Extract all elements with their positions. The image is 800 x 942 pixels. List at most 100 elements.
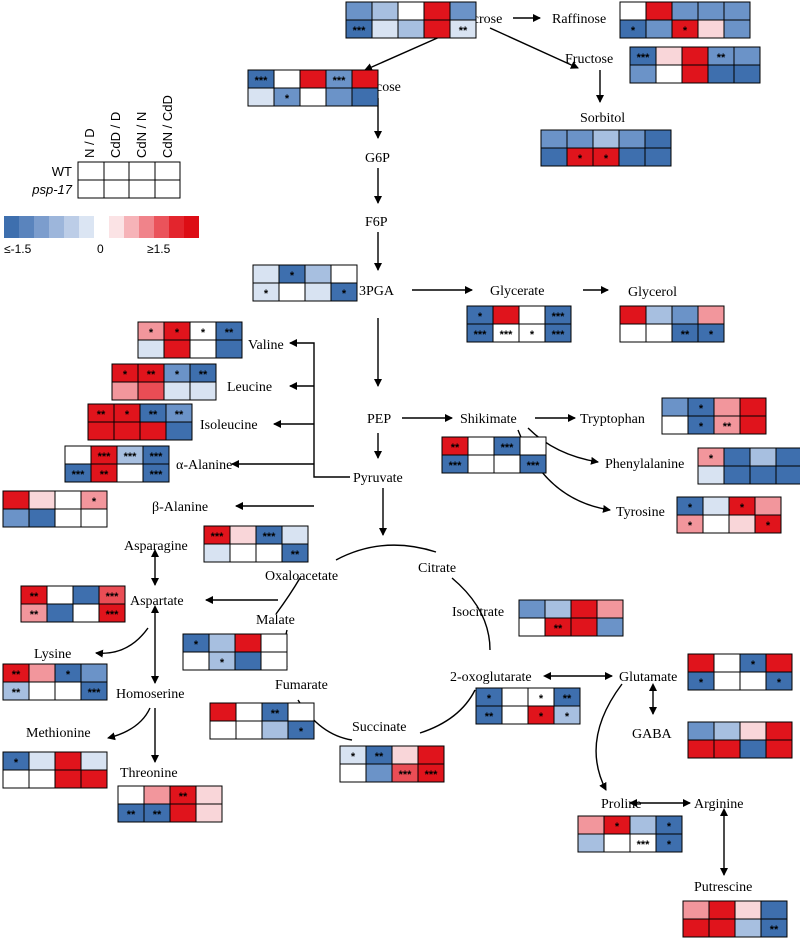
label-oxoglutarate: 2-oxoglutarate [450,670,532,685]
significance-label: * [290,270,295,282]
heatmap-cell [299,87,327,107]
label-pyruvate: Pyruvate [353,471,403,486]
heatmap-cell [98,603,126,623]
heatmap-cell [28,663,56,683]
heatmap-cell [169,803,197,823]
significance-label: *** [106,591,120,603]
significance-label: * [299,726,304,738]
scale-swatch [94,216,109,238]
heatmap-cell [723,19,751,39]
heatmap-cell [697,465,725,485]
heatmap-cell [645,323,673,343]
significance-label: *** [150,469,164,481]
legend-column-headers: N / D CdD / D CdN / N CdN / CdD [82,95,175,158]
tca-arc [419,689,476,734]
significance-label: * [565,711,570,723]
heatmap-cell [629,64,657,84]
label-succinate: Succinate [352,720,406,735]
heatmap-cell [734,918,762,938]
scale-swatch [184,216,199,238]
significance-label: * [709,453,714,465]
tca-arc [451,577,491,651]
significance-label: ** [199,369,208,381]
significance-label: *** [500,329,514,341]
significance-label: ** [563,693,572,705]
scale-swatch [19,216,34,238]
heatmap-cell [113,421,141,441]
significance-label: ** [554,623,563,635]
label-lysine: Lysine [34,647,71,662]
heatmap-tyrosine: **** [676,496,782,534]
label-glycerol: Glycerol [628,285,677,300]
heatmap-cell [278,282,306,302]
heatmap-cell [661,415,689,435]
heatmap-cell [46,585,74,605]
heatmap-cell [596,617,624,637]
heatmap-cell [518,305,546,325]
scale-swatch [4,216,19,238]
heatmap-cell [765,671,793,691]
significance-label: *** [106,609,120,621]
significance-label: ** [451,442,460,454]
label-beta-alanine: β-Alanine [152,500,208,515]
heatmap-cell [739,721,767,741]
significance-label: * [220,657,225,669]
significance-label: * [194,639,199,651]
heatmap-isocitrate: ** [518,599,624,637]
significance-label: ** [271,708,280,720]
label-3pga: 3PGA [359,284,395,299]
heatmap-cell [182,651,210,671]
heatmap-cell [645,1,673,21]
significance-label: ** [770,924,779,936]
arrow [289,339,350,478]
arrow [489,27,579,69]
heatmap-cell [365,763,393,783]
label-homoserine: Homoserine [116,687,184,702]
heatmap-cell [80,751,108,771]
heatmap-leucine: ****** [111,363,217,401]
heatmap-cell [708,900,736,920]
significance-label: * [604,153,609,165]
heatmap-cell [671,1,699,21]
label-tryptophan: Tryptophan [580,412,645,427]
significance-label: * [578,153,583,165]
heatmap-cell [592,129,620,149]
heatmap-cell [209,720,237,740]
significance-label: *** [474,329,488,341]
significance-label: ** [175,409,184,421]
significance-label: * [709,329,714,341]
heatmap-cell [54,508,82,528]
heatmap-cell [570,599,598,619]
heatmap-cell [493,454,521,474]
scale-swatch [79,216,94,238]
heatmap-cell [671,305,699,325]
heatmap-cell [2,508,30,528]
heatmap-cell [287,720,315,740]
arrow [527,427,599,465]
heatmap-cell [544,323,572,343]
heatmap-fumarate: *** [209,702,315,740]
heatmap-cell [371,19,399,39]
heatmap-cell [682,900,710,920]
heatmap-cell [618,147,646,167]
heatmap-cell [80,663,108,683]
heatmap-cell [540,129,568,149]
heatmap-cell [687,739,715,759]
heatmap-cell [577,815,605,835]
heatmap-cell [775,465,800,485]
significance-label: * [487,693,492,705]
significance-label: ** [485,711,494,723]
label-citrate: Citrate [418,561,456,576]
significance-label: ** [30,591,39,603]
heatmap-cell [163,381,191,401]
heatmap-beta-alanine: * [2,490,108,528]
heatmap-cell [734,900,762,920]
heatmap-cell [518,617,546,637]
heatmap-cell [733,64,761,84]
heatmap-cell [391,745,419,765]
heatmap-cell [304,264,332,284]
heatmap-cell [739,415,767,435]
label-pep: PEP [367,412,391,427]
legend-col-header: N / D [82,128,97,158]
